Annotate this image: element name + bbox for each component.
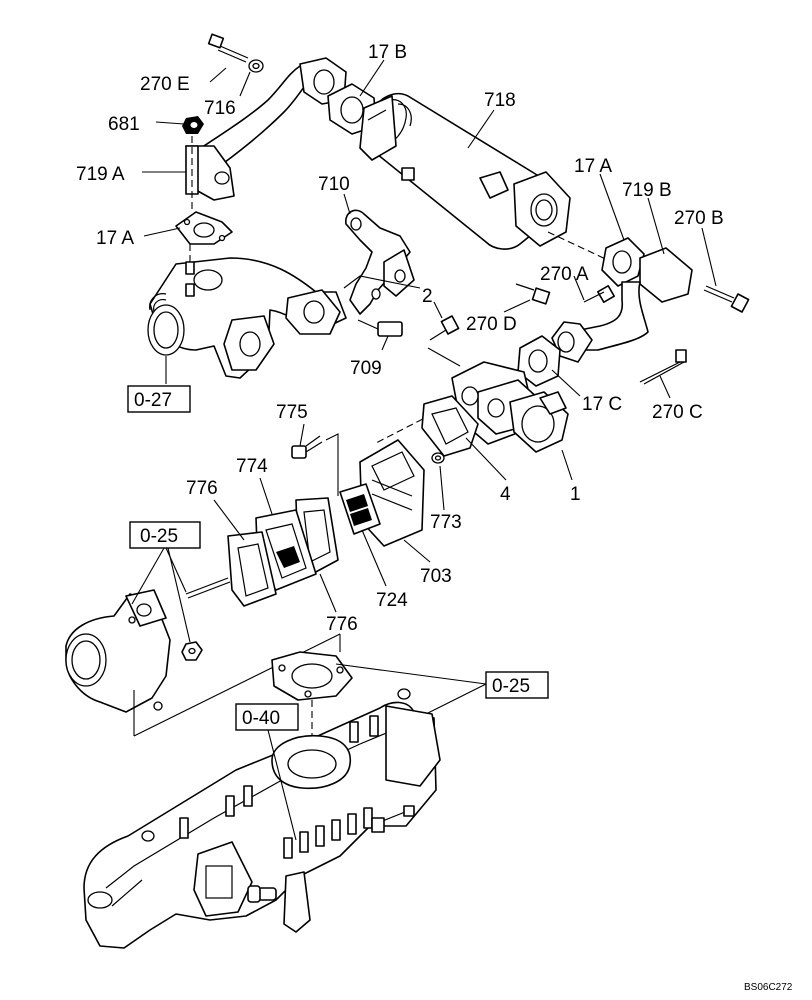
exhaust-manifold: [147, 257, 347, 379]
label-17c: 17 C: [582, 394, 622, 415]
label-270c: 270 C: [652, 402, 703, 423]
bolt-270d: [515, 283, 551, 305]
label-17a-right: 17 A: [574, 156, 612, 177]
label-716: 716: [204, 98, 236, 119]
gasket-17c: [517, 335, 561, 387]
label-709: 709: [350, 358, 382, 379]
bolt-2: [429, 315, 460, 341]
egr-pipe-719b: [551, 247, 693, 363]
ref-label-0-27: 0-27: [134, 390, 172, 411]
label-17a-left: 17 A: [96, 228, 134, 249]
label-774: 774: [236, 456, 268, 477]
label-17b: 17 B: [368, 42, 407, 63]
washer-773: [431, 452, 445, 464]
gasket-776-outer: [227, 531, 277, 607]
ref-box-0-25-right: [485, 671, 549, 699]
label-719b: 719 B: [622, 180, 672, 201]
label-776-bottom: 776: [326, 614, 358, 635]
ref-box-0-25-left: [129, 521, 201, 549]
bolt-709: [357, 319, 403, 337]
label-710: 710: [318, 174, 350, 195]
label-1: 1: [570, 484, 581, 505]
gasket-17a-right: [601, 237, 645, 287]
ref-label-0-25-right: 0-25: [492, 676, 530, 697]
label-718: 718: [484, 90, 516, 111]
label-270d: 270 D: [466, 314, 517, 335]
label-4: 4: [500, 484, 511, 505]
egr-cooler-718: [359, 92, 571, 250]
washer-716: [248, 59, 264, 73]
ref-box-0-27: [127, 385, 191, 413]
label-2: 2: [422, 286, 433, 307]
gasket-4: [421, 395, 479, 457]
intake-elbow: [65, 589, 171, 713]
ref-box-0-40: [235, 703, 299, 731]
label-270e: 270 E: [140, 74, 190, 95]
bolt-270a: [583, 285, 615, 303]
callout-labels: 270 E 716 681 719 A 17 A 17 B 718 710 17…: [76, 42, 724, 635]
label-773: 773: [430, 512, 462, 533]
nut-left: [181, 641, 203, 661]
label-775: 775: [276, 402, 308, 423]
bolt-775: [291, 435, 323, 459]
label-724: 724: [376, 590, 408, 611]
label-703: 703: [420, 566, 452, 587]
gasket-17a-left: [175, 211, 233, 245]
label-776-top: 776: [186, 478, 218, 499]
stud: [185, 577, 231, 599]
ref-label-0-40: 0-40: [242, 708, 280, 729]
reference-labels: 0-27 0-25 0-25 0-40: [134, 390, 530, 729]
drawing-code: BS06C272: [744, 982, 793, 993]
bolt-270b: [703, 285, 750, 313]
intake-manifold: [83, 688, 441, 949]
bolt-270c: [639, 349, 687, 385]
top-gasket: [271, 651, 353, 701]
label-719a: 719 A: [76, 164, 125, 185]
egr-pipe-719a: [185, 57, 347, 201]
bracket-710: [345, 209, 415, 315]
ref-label-0-25-left: 0-25: [140, 526, 178, 547]
label-270b: 270 B: [674, 208, 724, 229]
bolt-270e: [207, 33, 249, 63]
nut-681: [182, 116, 204, 134]
leader-lines: [142, 59, 717, 613]
reed-valve-724: [339, 483, 381, 535]
label-270a: 270 A: [540, 264, 589, 285]
label-681: 681: [108, 114, 140, 135]
